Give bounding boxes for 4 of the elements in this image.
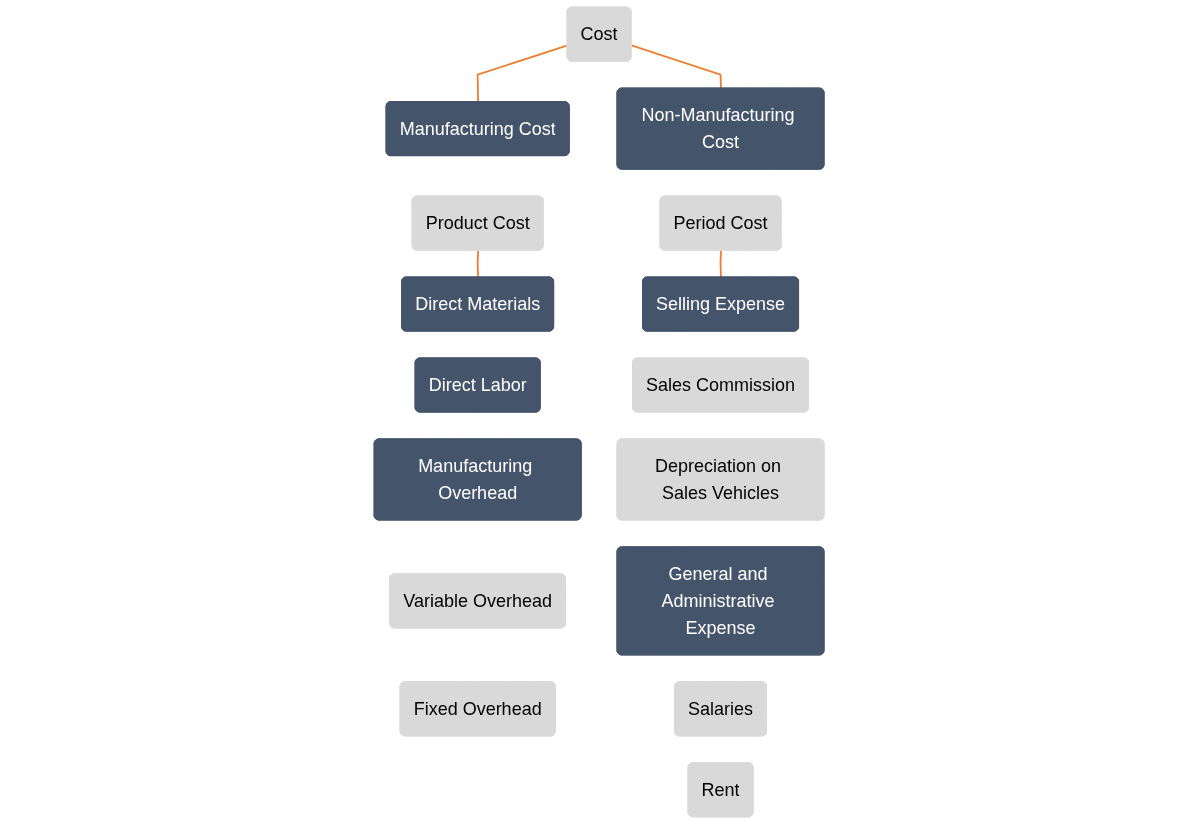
connector xyxy=(720,249,723,279)
connector xyxy=(477,44,569,103)
connector xyxy=(631,44,723,90)
connector xyxy=(477,249,480,279)
